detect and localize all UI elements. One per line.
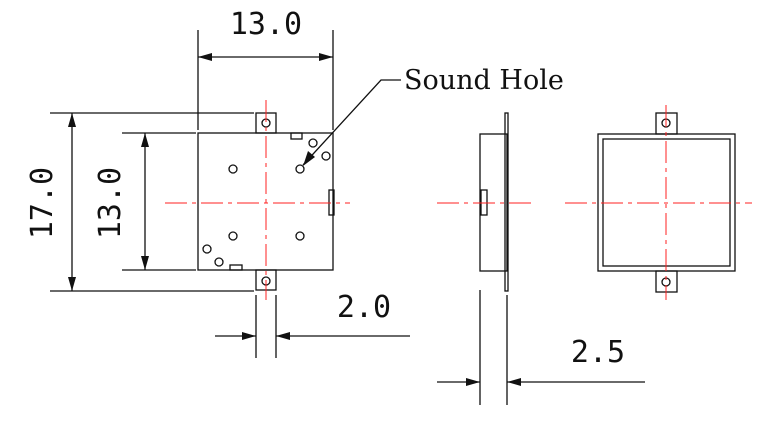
dim-top-width: 13.0: [197, 7, 334, 130]
dim-overall-height: 17.0: [25, 112, 254, 292]
front-view: [165, 100, 350, 300]
dim-thickness: 2.5: [437, 290, 645, 405]
dim-text: 2.0: [337, 290, 391, 325]
dim-tab-width: 2.0: [215, 290, 410, 358]
dim-text: 13.0: [230, 7, 302, 42]
hole: [214, 257, 224, 267]
dim-body-height: 13.0: [93, 132, 196, 271]
sound-hole-callout: Sound Hole: [302, 65, 564, 166]
hole: [228, 231, 238, 241]
back-view: [565, 105, 752, 300]
notch: [290, 132, 303, 140]
side-plate: [504, 112, 509, 292]
hole: [202, 244, 212, 254]
notch: [229, 264, 243, 271]
hole: [321, 151, 331, 161]
hole: [228, 164, 238, 174]
dim-text: 13.0: [93, 167, 128, 239]
side-view: [437, 112, 535, 292]
sound-hole-label: Sound Hole: [404, 65, 564, 96]
hole: [295, 231, 305, 241]
dim-text: 2.5: [571, 335, 625, 370]
hole: [308, 138, 318, 148]
dim-text: 17.0: [25, 167, 60, 239]
sound-hole: [295, 164, 305, 174]
